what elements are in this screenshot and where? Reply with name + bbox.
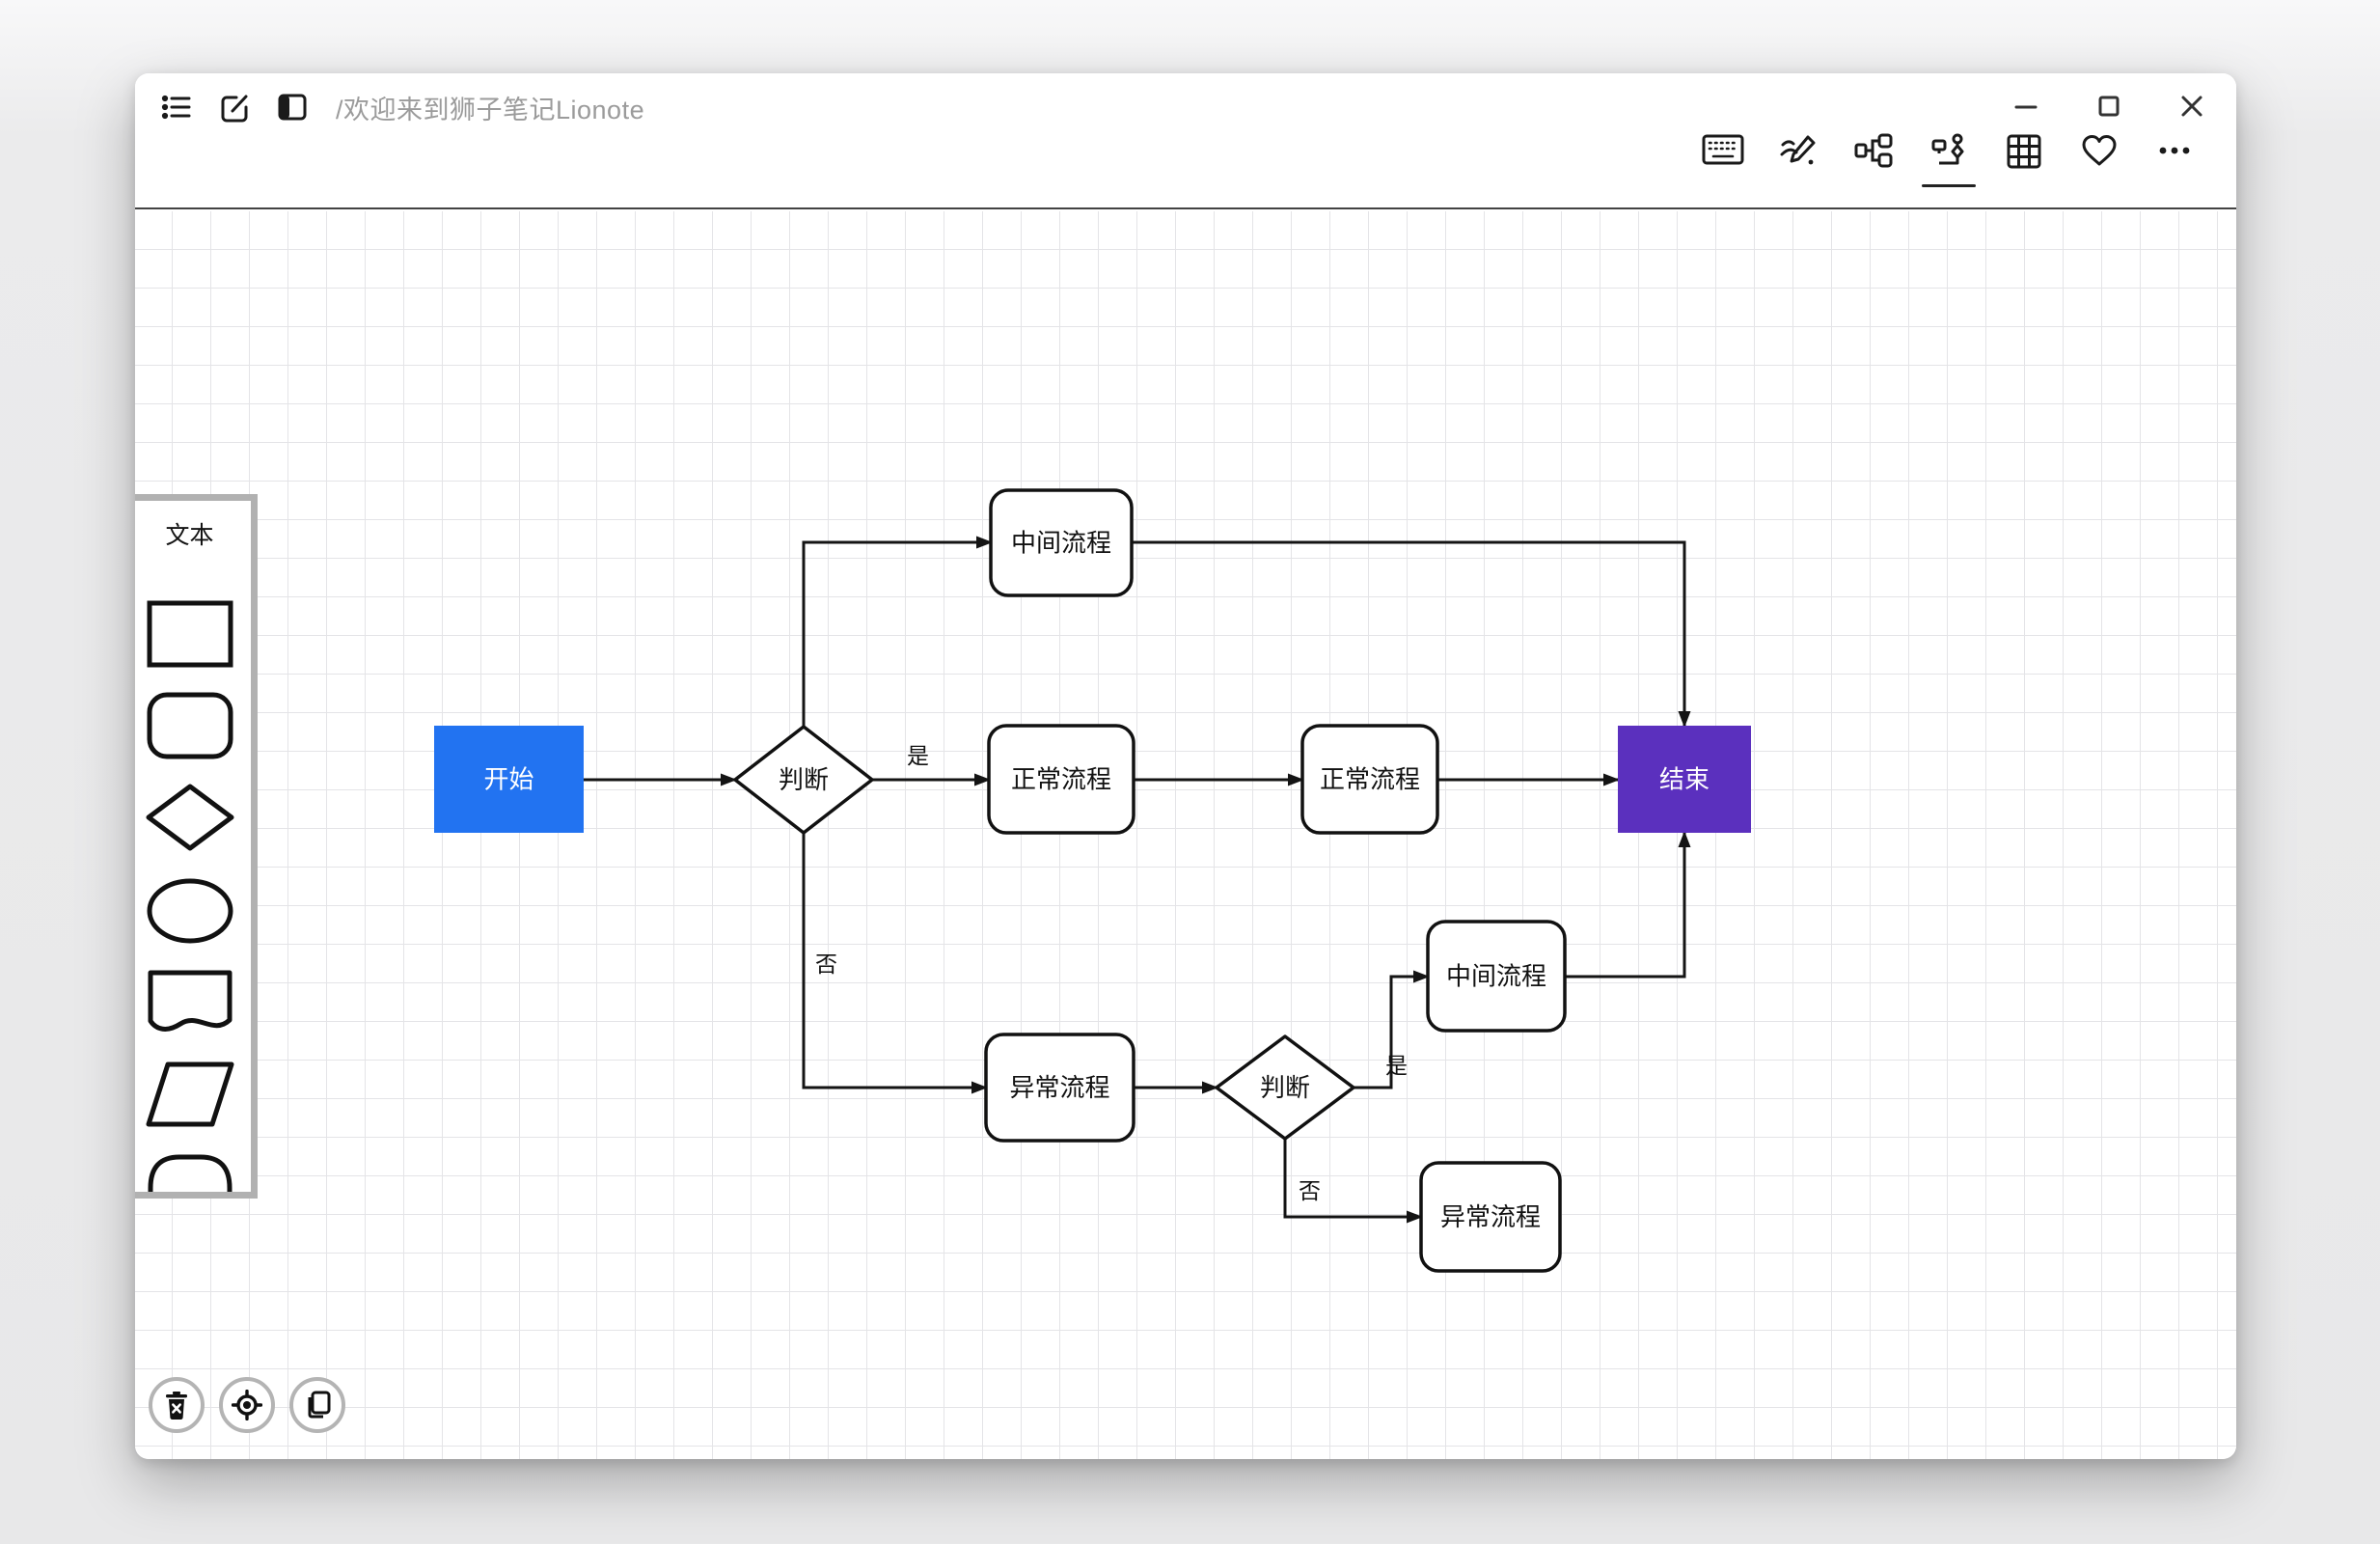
svg-text:异常流程: 异常流程 (1009, 1073, 1109, 1102)
svg-text:正常流程: 正常流程 (1011, 765, 1111, 794)
locate-button[interactable] (219, 1377, 275, 1433)
keyboard-tool[interactable] (1700, 133, 1746, 187)
palette-shape-parallelogram[interactable] (146, 1060, 234, 1129)
palette-text-item[interactable]: 文本 (165, 522, 214, 549)
svg-text:正常流程: 正常流程 (1320, 765, 1420, 794)
edge-decision2-mid2[interactable] (1354, 970, 1430, 1089)
palette-shape-diamond[interactable] (146, 783, 234, 852)
node-decision2[interactable]: 判断 (1215, 1034, 1355, 1141)
svg-text:异常流程: 异常流程 (1440, 1202, 1541, 1231)
edge-decision1-exc1[interactable] (802, 833, 988, 1094)
edge-mid1-end[interactable] (1132, 540, 1691, 728)
window-controls (2007, 87, 2211, 125)
titlebar: /欢迎来到狮子笔记Lionote (135, 73, 2236, 141)
shape-palette: 文本 (135, 494, 258, 1199)
canvas-action-bar (149, 1377, 345, 1433)
delete-button[interactable] (149, 1377, 205, 1433)
palette-shape-display[interactable] (146, 1151, 234, 1192)
svg-text:判断: 判断 (779, 765, 829, 794)
svg-text:判断: 判断 (1260, 1073, 1310, 1102)
window-header: /欢迎来到狮子笔记Lionote (135, 73, 2236, 209)
edge-decision2-exc2[interactable] (1283, 1139, 1423, 1224)
svg-text:开始: 开始 (483, 765, 533, 794)
more-ellipsis-tool[interactable] (2151, 133, 2198, 187)
org-chart-tool[interactable] (1850, 133, 1897, 187)
compose-icon[interactable] (216, 89, 253, 125)
list-menu-icon[interactable] (158, 89, 195, 125)
table-grid-tool[interactable] (2001, 133, 2047, 187)
node-proc1[interactable]: 正常流程 (987, 724, 1135, 835)
sidebar-toggle-icon[interactable] (274, 89, 311, 125)
edge-mid2-end[interactable] (1565, 831, 1691, 979)
edge-label-decision1-proc1: 是 (907, 743, 929, 768)
node-exc1[interactable]: 异常流程 (984, 1033, 1135, 1143)
node-mid1[interactable]: 中间流程 (989, 488, 1134, 597)
node-decision1[interactable]: 判断 (733, 725, 874, 835)
palette-shape-rounded-rectangle[interactable] (146, 691, 234, 760)
maximize-button[interactable] (2090, 87, 2128, 125)
edge-label-decision1-exc1: 否 (815, 951, 837, 977)
duplicate-button[interactable] (289, 1377, 345, 1433)
minimize-button[interactable] (2007, 87, 2045, 125)
svg-text:中间流程: 中间流程 (1011, 529, 1111, 558)
toolbar (1700, 133, 2198, 187)
flowchart-layer[interactable]: 是否是否开始判断中间流程正常流程正常流程结束异常流程判断中间流程异常流程 (135, 211, 2236, 1459)
diagram-canvas[interactable]: 是否是否开始判断中间流程正常流程正常流程结束异常流程判断中间流程异常流程 文本 (135, 211, 2236, 1459)
palette-shape-rectangle[interactable] (146, 599, 234, 669)
palette-shape-document[interactable] (146, 968, 234, 1037)
node-end[interactable]: 结束 (1618, 726, 1751, 833)
svg-text:中间流程: 中间流程 (1446, 962, 1546, 991)
pen-sketch-tool[interactable] (1775, 133, 1821, 187)
node-mid2[interactable]: 中间流程 (1426, 920, 1567, 1033)
node-proc2[interactable]: 正常流程 (1300, 724, 1439, 835)
app-window: /欢迎来到狮子笔记Lionote (135, 73, 2236, 1459)
edge-decision1-mid1[interactable] (802, 536, 993, 727)
svg-text:结束: 结束 (1659, 765, 1710, 794)
close-button[interactable] (2173, 87, 2211, 125)
edge-label-decision2-mid2: 是 (1385, 1053, 1408, 1078)
node-start[interactable]: 开始 (434, 726, 584, 833)
palette-shape-ellipse[interactable] (146, 876, 234, 946)
flowchart-tool[interactable] (1922, 133, 1976, 187)
active-tool-underline (1922, 184, 1976, 187)
node-exc2[interactable]: 异常流程 (1419, 1161, 1562, 1273)
document-title: /欢迎来到狮子笔记Lionote (336, 95, 645, 124)
edge-label-decision2-exc2: 否 (1299, 1178, 1321, 1203)
favorite-heart-tool[interactable] (2076, 133, 2122, 187)
